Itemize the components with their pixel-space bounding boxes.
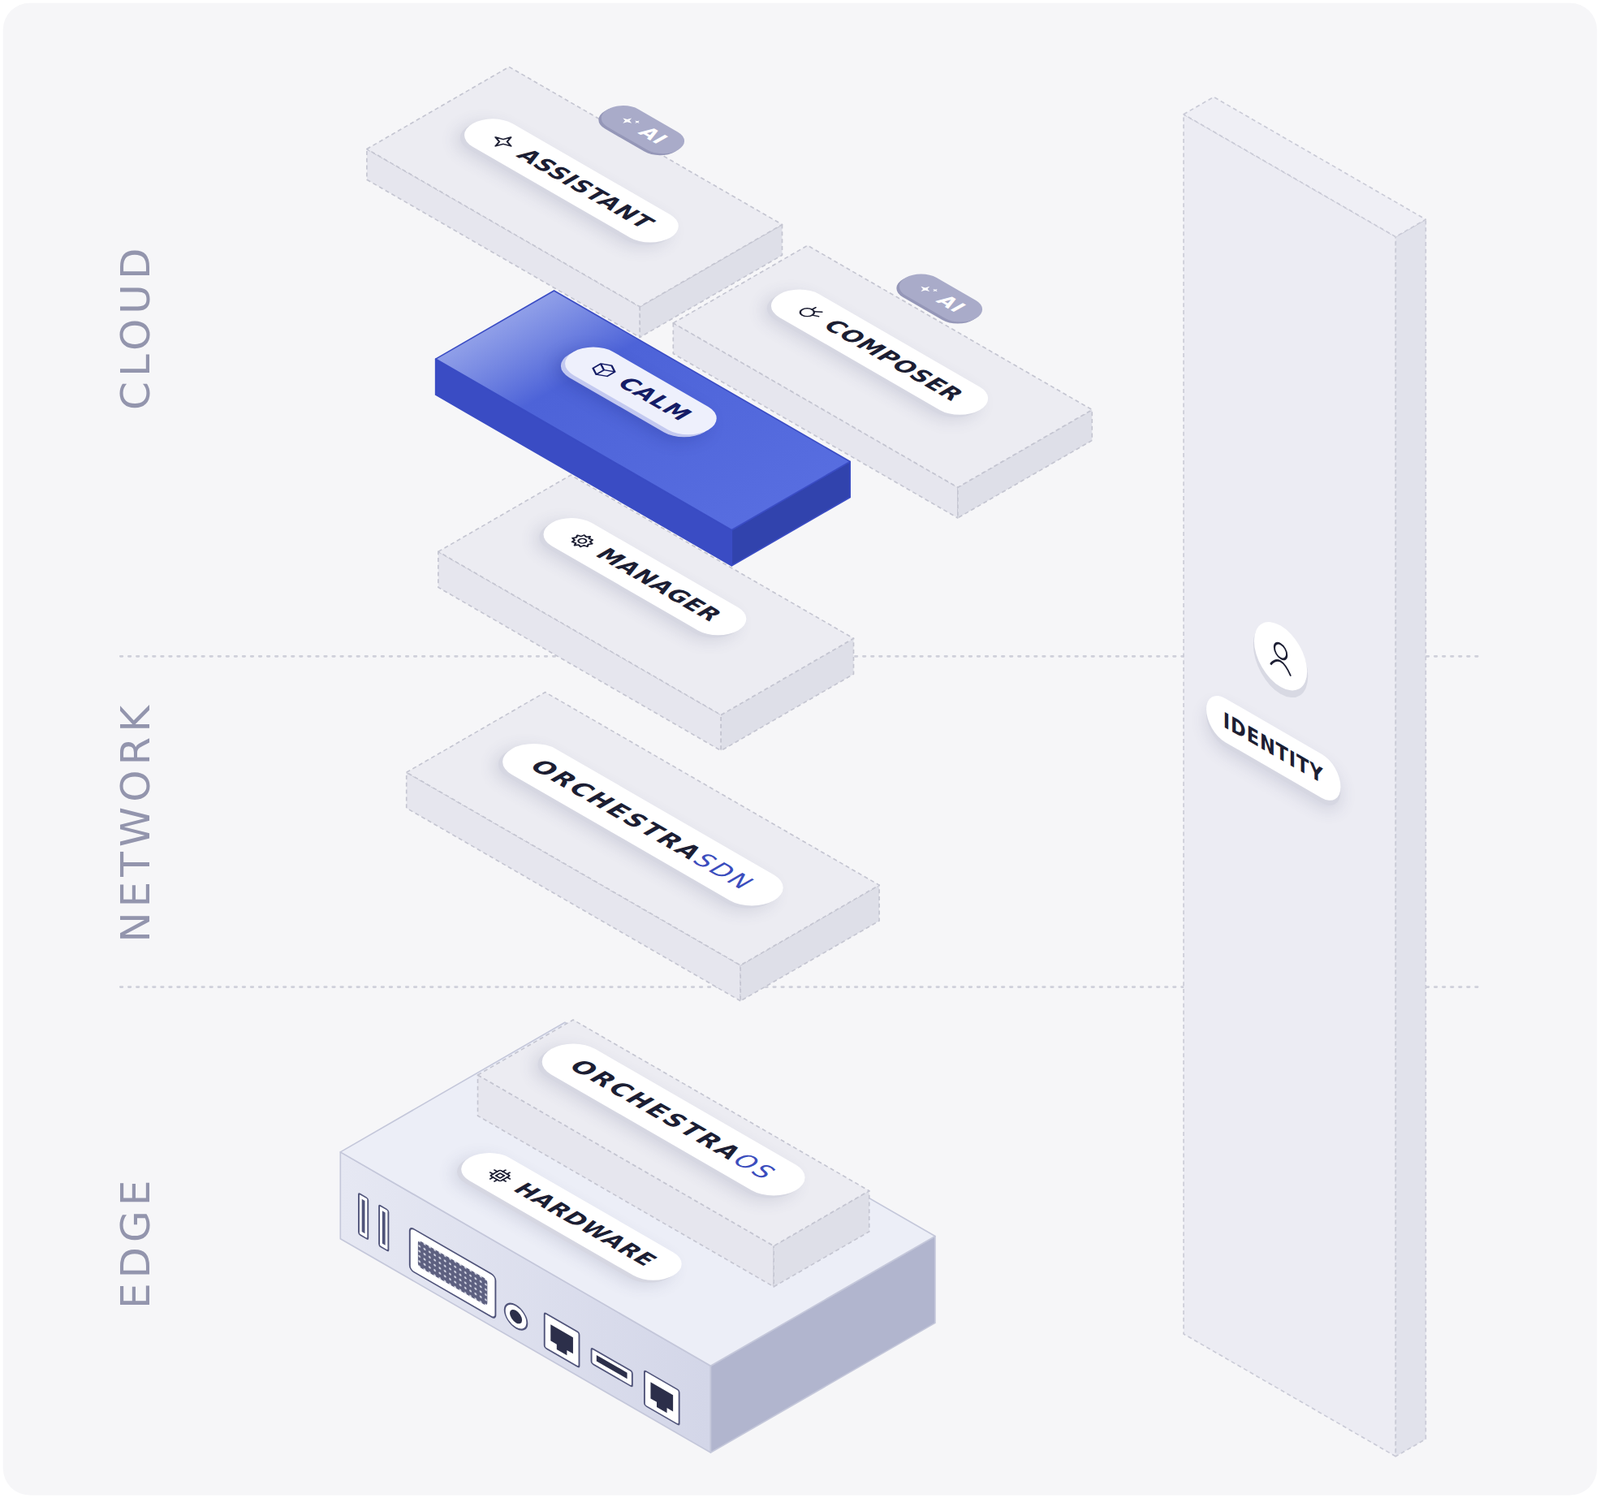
audio-jack-hole <box>509 1306 522 1327</box>
hdmi-port <box>591 1347 633 1387</box>
tier-label: EDGE <box>112 1175 160 1309</box>
audio-jack <box>504 1298 528 1335</box>
chip-icon <box>480 1164 520 1187</box>
spark-icon <box>613 112 645 131</box>
usb-port <box>358 1193 368 1240</box>
star-icon <box>483 129 523 153</box>
slab-top-face <box>435 290 851 531</box>
ethernet-port <box>644 1370 680 1425</box>
serial-pins <box>418 1239 488 1307</box>
ethernet-socket <box>650 1381 673 1416</box>
tier-label: NETWORK <box>112 700 160 943</box>
hardware-box <box>340 1022 936 1453</box>
ethernet-port <box>544 1312 580 1368</box>
icon-disc <box>1254 610 1307 703</box>
background-panel <box>3 3 1597 1496</box>
usb-port <box>379 1204 389 1251</box>
serial-port <box>409 1226 496 1320</box>
ethernet-socket <box>550 1323 574 1359</box>
tier-label: CLOUD <box>112 243 160 410</box>
cube-icon <box>584 357 624 381</box>
calm-slab <box>435 290 851 566</box>
icon-shadow <box>1253 610 1308 710</box>
node-label: AI <box>931 292 972 316</box>
usb-port-tongue <box>382 1210 386 1245</box>
hand-icon <box>790 300 830 324</box>
spark-icon <box>911 281 943 300</box>
person-head <box>1274 640 1287 662</box>
node-label: AI <box>633 124 674 148</box>
illustration-group <box>3 3 1597 1496</box>
slab-side-face <box>1395 219 1426 1457</box>
slab-top-face <box>1183 96 1426 237</box>
sdn-slab <box>406 692 880 1001</box>
identity-column <box>1183 96 1426 1456</box>
gear-icon <box>563 529 603 553</box>
os-slab <box>478 1019 870 1287</box>
identity-icon <box>1253 609 1308 710</box>
hdmi-socket <box>596 1354 628 1379</box>
slab-top-face <box>366 66 783 307</box>
slab-front-face <box>1183 114 1396 1457</box>
person-body <box>1271 655 1291 676</box>
slab-top-face <box>406 692 880 966</box>
usb-port-tongue <box>362 1198 366 1234</box>
